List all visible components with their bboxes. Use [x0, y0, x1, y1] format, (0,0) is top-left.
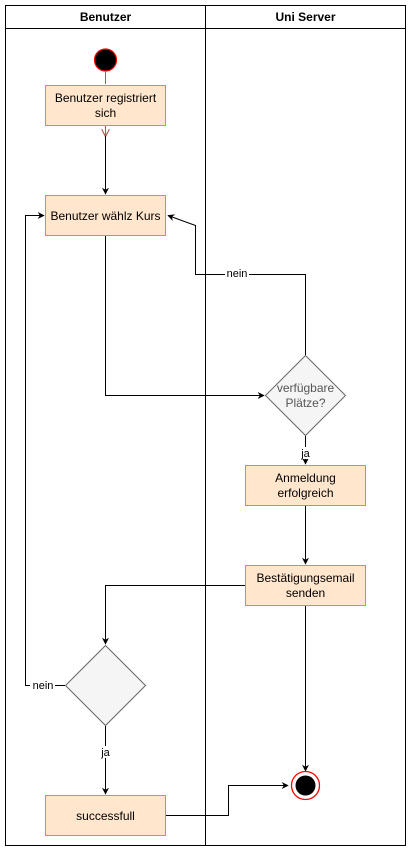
- activity-registration-success-line2: erfolgreich: [277, 486, 333, 500]
- edge-label-places-yes: ja: [300, 448, 310, 460]
- activity-choose-course[interactable]: Benutzer wählz Kurs: [45, 195, 166, 236]
- edge-label-bg-places-no: [225, 267, 249, 280]
- lane-title-uni-server: Uni Server: [275, 10, 335, 24]
- edge-label-user-yes: ja: [100, 747, 110, 759]
- edge-email-to-user-decision: [102, 585, 245, 645]
- activity-send-email-line1: Bestätigungsemail: [256, 571, 354, 585]
- edge-places-no-to-choose: [167, 214, 306, 355]
- activity-send-email[interactable]: Bestätigungsemail senden: [245, 565, 366, 606]
- activity-successfull-label: successfull: [76, 809, 135, 823]
- activity-register-label-line2: sich: [95, 106, 116, 120]
- edge-choose-to-decision: [105, 236, 265, 399]
- decision-places[interactable]: verfügbare Plätze?: [264, 354, 347, 437]
- edge-label-bg-places-yes: [298, 447, 313, 459]
- activity-send-email-line2: senden: [286, 586, 325, 600]
- activity-registration-success-line1: Anmeldung: [275, 471, 336, 485]
- activity-registration-success[interactable]: Anmeldung erfolgreich: [245, 465, 366, 506]
- edge-label-places-no: nein: [227, 268, 248, 280]
- edge-label-user-no: nein: [33, 680, 54, 692]
- edge-label-bg-user-no: [30, 679, 55, 692]
- activity-choose-course-label: Benutzer wählz Kurs: [50, 209, 160, 223]
- decision-user[interactable]: [64, 644, 147, 727]
- edge-successfull-to-end: [166, 782, 289, 816]
- decision-places-label-line2: Plätze?: [285, 396, 325, 410]
- edge-label-bg-user-yes: [98, 746, 113, 758]
- lane-title-benutzer: Benutzer: [80, 10, 132, 24]
- activity-register-label-line1: Benutzer registriert: [55, 91, 157, 105]
- decision-places-label-line1: verfügbare: [277, 381, 335, 395]
- activity-successfull[interactable]: successfull: [45, 795, 166, 836]
- start-node[interactable]: [93, 48, 118, 72]
- swimlane-container: [5, 5, 406, 846]
- end-node[interactable]: [290, 770, 321, 801]
- activity-register[interactable]: Benutzer registriert sich: [45, 85, 166, 126]
